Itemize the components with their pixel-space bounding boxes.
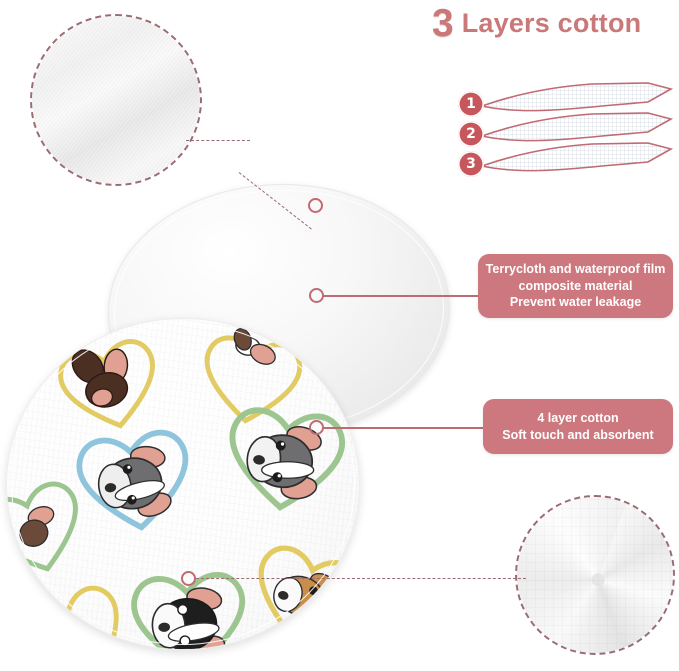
layer-badge-1: 1 <box>458 91 484 117</box>
connector-cotton-callout <box>323 427 485 429</box>
title-number: 3 <box>432 2 454 45</box>
dog-heart-motif <box>258 545 359 642</box>
terrycloth-callout-line-3: Prevent water leakage <box>509 295 642 310</box>
connector-terrycloth-closeup <box>186 140 250 141</box>
title-text: Layers cotton <box>461 8 642 38</box>
page-title: 3 Layers cotton <box>432 4 641 43</box>
dog-heart-motif <box>58 339 155 429</box>
layers-svg <box>479 82 674 172</box>
terrycloth-closeup <box>30 14 202 186</box>
dog-heart-motif <box>131 571 246 649</box>
layer-badge-2: 2 <box>458 121 484 147</box>
dog-heart-motif <box>229 407 346 511</box>
terrycloth-texture <box>32 16 200 184</box>
terrycloth-callout: Terrycloth and waterproof film composite… <box>478 254 673 318</box>
cotton-callout: 4 layer cotton Soft touch and absorbent <box>483 399 673 454</box>
dog-heart-motif <box>204 328 303 424</box>
layer-shape-3 <box>479 142 674 172</box>
printed-nursing-pad <box>6 318 360 650</box>
terrycloth-callout-line-2: composite material <box>518 278 633 293</box>
dog-heart-motif <box>76 429 189 531</box>
cotton-callout-line-2: Soft touch and absorbent <box>502 427 654 442</box>
dog-heart-motif <box>7 481 78 572</box>
layer-shape-1 <box>479 82 674 112</box>
marker-terrycloth-closeup <box>308 198 323 213</box>
marker-muslin-closeup <box>181 571 196 586</box>
cotton-callout-line-1: 4 layer cotton <box>537 410 619 425</box>
terrycloth-callout-line-1: Terrycloth and waterproof film <box>485 262 666 277</box>
layer-badge-3: 3 <box>458 151 484 177</box>
layer-shape-2 <box>479 112 674 142</box>
marker-cotton-callout <box>309 420 324 435</box>
connector-muslin-closeup <box>196 578 526 579</box>
connector-terrycloth-callout <box>323 295 480 297</box>
marker-terrycloth-callout <box>309 288 324 303</box>
muslin-texture <box>517 497 673 653</box>
three-layer-fabric-diagram: 1 2 3 <box>452 62 679 190</box>
muslin-closeup <box>515 495 675 655</box>
